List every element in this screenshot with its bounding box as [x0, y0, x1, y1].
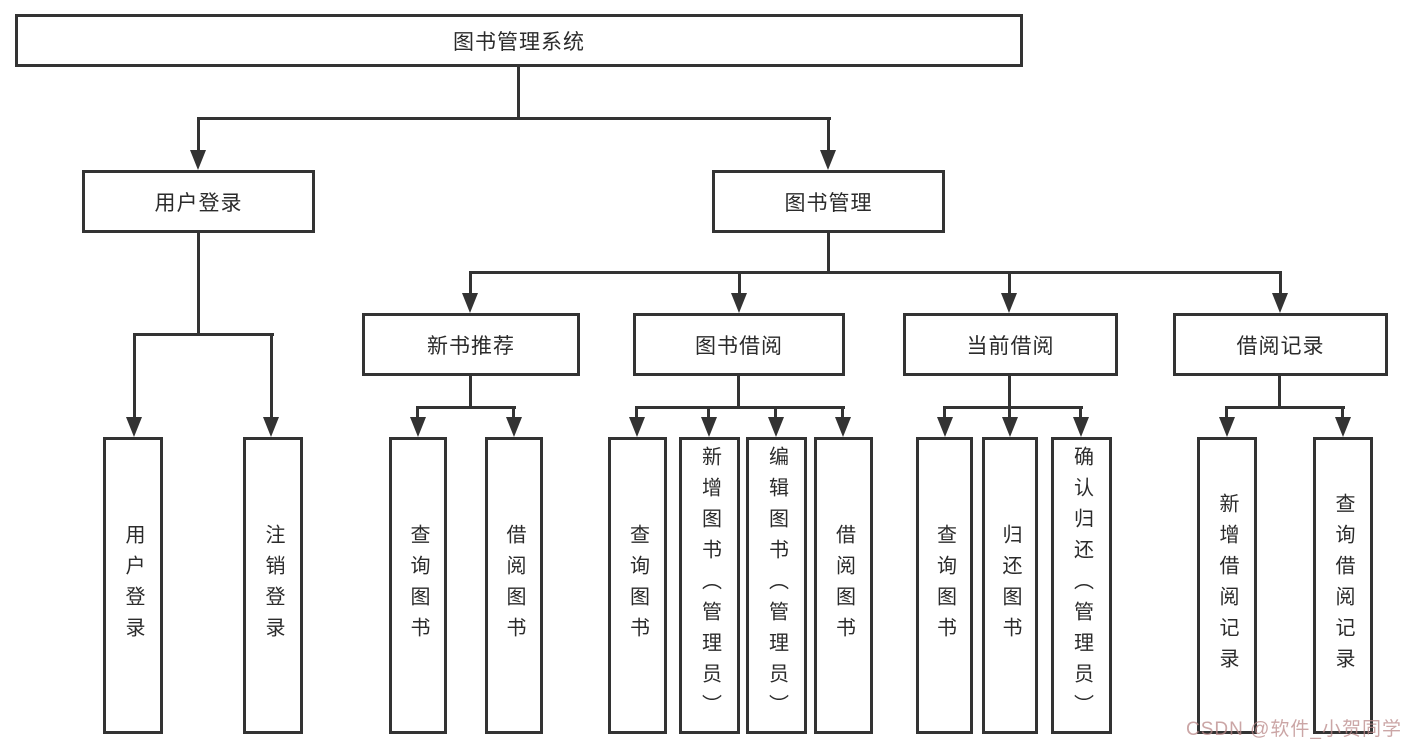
arrowhead-down-icon	[1002, 417, 1018, 437]
arrowhead-down-icon	[126, 417, 142, 437]
arrowhead-down-icon	[768, 417, 784, 437]
connector	[943, 406, 1083, 409]
node-new-book-recommendation: 新书推荐	[362, 313, 580, 376]
connector	[827, 233, 830, 274]
connector	[469, 375, 472, 408]
connector	[1079, 406, 1082, 419]
connector	[1008, 271, 1011, 295]
arrowhead-down-icon	[731, 293, 747, 313]
connector	[512, 406, 515, 419]
arrowhead-down-icon	[506, 417, 522, 437]
arrowhead-down-icon	[820, 150, 836, 170]
leaf-add-books-admin: 新增图书（管理员）	[679, 437, 740, 734]
leaf-edit-books-admin: 编辑图书（管理员）	[746, 437, 807, 734]
connector	[517, 66, 520, 119]
node-borrowing-records: 借阅记录	[1173, 313, 1388, 376]
arrowhead-down-icon	[1001, 293, 1017, 313]
connector	[1225, 406, 1345, 409]
leaf-confirm-return-admin: 确认归还（管理员）	[1051, 437, 1112, 734]
arrowhead-down-icon	[1335, 417, 1351, 437]
connector	[1278, 375, 1281, 408]
leaf-user-login: 用户登录	[103, 437, 163, 734]
connector	[943, 406, 946, 419]
leaf-borrow-books: 借阅图书	[814, 437, 873, 734]
connector	[1341, 406, 1344, 419]
arrowhead-down-icon	[629, 417, 645, 437]
node-book-management: 图书管理	[712, 170, 945, 233]
arrowhead-down-icon	[263, 417, 279, 437]
connector	[416, 406, 419, 419]
connector	[737, 375, 740, 408]
connector	[635, 406, 845, 409]
connector	[133, 333, 136, 418]
arrowhead-down-icon	[937, 417, 953, 437]
leaf-return-books: 归还图书	[982, 437, 1038, 734]
connector	[707, 406, 710, 419]
connector	[827, 117, 830, 151]
arrowhead-down-icon	[190, 150, 206, 170]
connector	[197, 117, 831, 120]
node-root: 图书管理系统	[15, 14, 1023, 67]
connector	[197, 233, 200, 336]
node-current-borrowing: 当前借阅	[903, 313, 1118, 376]
connector	[841, 406, 844, 419]
connector	[133, 333, 274, 336]
leaf-query-books-recommend: 查询图书	[389, 437, 447, 734]
connector	[270, 333, 273, 418]
arrowhead-down-icon	[1073, 417, 1089, 437]
connector	[1008, 375, 1011, 408]
connector	[1225, 406, 1228, 419]
leaf-query-books-borrow: 查询图书	[608, 437, 667, 734]
connector	[1279, 271, 1282, 295]
node-user-login: 用户登录	[82, 170, 315, 233]
node-book-borrowing: 图书借阅	[633, 313, 845, 376]
connector	[416, 406, 516, 409]
leaf-query-borrow-record: 查询借阅记录	[1313, 437, 1373, 734]
arrowhead-down-icon	[410, 417, 426, 437]
arrowhead-down-icon	[1219, 417, 1235, 437]
arrowhead-down-icon	[701, 417, 717, 437]
connector	[738, 271, 741, 295]
leaf-borrow-books-recommend: 借阅图书	[485, 437, 543, 734]
connector	[469, 271, 1282, 274]
connector	[197, 117, 200, 151]
leaf-query-books-current: 查询图书	[916, 437, 973, 734]
leaf-logout-login: 注销登录	[243, 437, 303, 734]
arrowhead-down-icon	[835, 417, 851, 437]
leaf-add-borrow-record: 新增借阅记录	[1197, 437, 1257, 734]
connector	[1008, 406, 1011, 419]
arrowhead-down-icon	[462, 293, 478, 313]
connector	[469, 271, 472, 295]
connector	[635, 406, 638, 419]
connector	[774, 406, 777, 419]
arrowhead-down-icon	[1272, 293, 1288, 313]
watermark: CSDN @软件_小贺同学	[1186, 719, 1402, 740]
